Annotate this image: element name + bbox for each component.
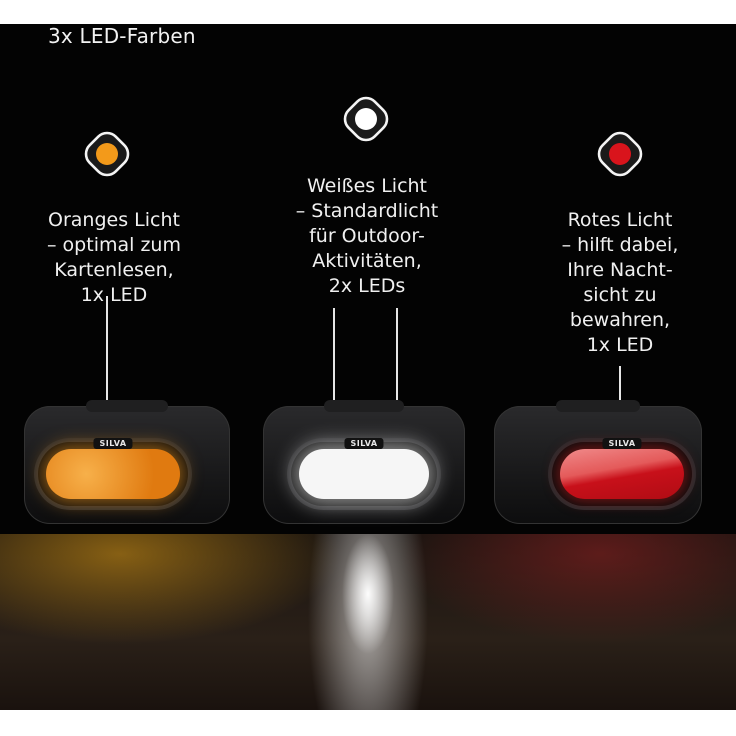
white-lens xyxy=(299,449,429,499)
product-infographic: 3x LED-Farben Oranges Licht – optimal zu… xyxy=(0,24,736,710)
headlamp-top xyxy=(85,400,169,412)
red-lens xyxy=(560,449,684,499)
orange-led-icon xyxy=(79,126,135,182)
orange-light-description: Oranges Licht – optimal zum Kartenlesen,… xyxy=(47,209,181,306)
orange-lens xyxy=(46,449,180,499)
brand-logo: SILVA xyxy=(93,438,133,449)
white-led-icon xyxy=(338,91,394,147)
headlamp-red: SILVA xyxy=(494,400,702,524)
headlamp-white: SILVA xyxy=(263,400,465,524)
headlamp-orange: SILVA xyxy=(24,400,230,524)
white-led-dot-icon xyxy=(355,108,377,130)
headlamp-top xyxy=(323,400,405,412)
red-light-description: Rotes Licht – hilft dabei, Ihre Nacht- s… xyxy=(561,209,679,356)
red-led-dot-icon xyxy=(609,143,631,165)
brand-logo: SILVA xyxy=(344,438,384,449)
light-beam-floor xyxy=(0,534,736,710)
orange-led-dot-icon xyxy=(96,143,118,165)
lens-housing: SILVA xyxy=(38,438,188,506)
lens-housing: SILVA xyxy=(291,438,437,506)
brand-logo: SILVA xyxy=(602,438,642,449)
headlamp-top xyxy=(556,400,640,412)
white-light-description: Weißes Licht – Standardlicht für Outdoor… xyxy=(295,175,439,297)
lens-housing: SILVA xyxy=(552,438,692,506)
red-led-icon xyxy=(592,126,648,182)
heading: 3x LED-Farben xyxy=(48,24,196,48)
